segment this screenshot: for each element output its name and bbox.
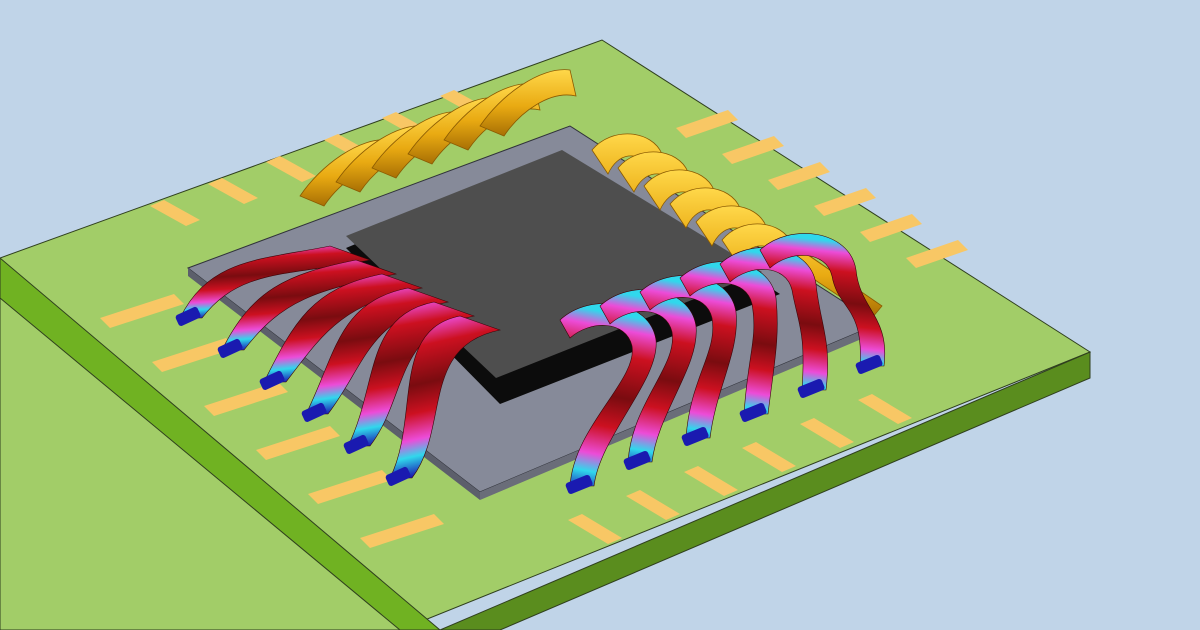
thermal-lead-bottom-right — [599, 289, 697, 463]
lead-foot-bottom-right — [797, 378, 825, 399]
lead-foot-bottom-left — [217, 338, 243, 358]
solder-pads — [100, 90, 968, 548]
thermal-leads — [175, 233, 886, 495]
lead-foot-bottom-right — [681, 426, 709, 447]
thermal-lead-bottom-right — [639, 275, 737, 439]
thermal-lead-bottom-left — [179, 245, 372, 319]
pad-bottom-left — [152, 338, 236, 372]
pad-top-left — [208, 178, 258, 204]
lead-foot-bottom-right — [739, 402, 767, 423]
pad-top-right — [722, 136, 784, 164]
pad-bottom-left — [204, 382, 288, 416]
pad-bottom-right — [800, 418, 854, 448]
lead-foot-bottom-right — [623, 450, 651, 471]
pad-top-left — [150, 200, 200, 226]
pad-bottom-right — [568, 514, 622, 544]
pad-top-right — [814, 188, 876, 216]
pad-bottom-left — [256, 426, 340, 460]
board-side-face — [439, 351, 1091, 630]
pad-bottom-right — [858, 394, 912, 424]
gold-lead-top-left — [479, 69, 577, 137]
pad-top-right — [676, 110, 738, 138]
pad-bottom-left — [308, 470, 392, 504]
thermal-lead-bottom-left — [389, 315, 502, 479]
pad-bottom-right — [742, 442, 796, 472]
lead-foot-bottom-right — [565, 474, 593, 495]
lead-foot-bottom-left — [175, 306, 201, 326]
thermal-lead-bottom-right — [559, 303, 657, 487]
pad-top-left — [266, 156, 316, 182]
pad-bottom-left — [100, 294, 184, 328]
lead-foot-bottom-left — [301, 402, 327, 422]
thermal-lead-bottom-right — [759, 233, 886, 367]
pad-bottom-left — [360, 514, 444, 548]
lead-foot-bottom-right — [855, 354, 883, 375]
board-front-face — [0, 257, 441, 630]
pad-bottom-right — [684, 466, 738, 496]
lead-foot-bottom-left — [385, 466, 411, 486]
pad-bottom-right — [626, 490, 680, 520]
pad-top-right — [768, 162, 830, 190]
pad-top-right — [860, 214, 922, 242]
lead-foot-bottom-left — [343, 434, 369, 454]
pad-top-right — [906, 240, 968, 268]
lead-foot-bottom-left — [259, 370, 285, 390]
